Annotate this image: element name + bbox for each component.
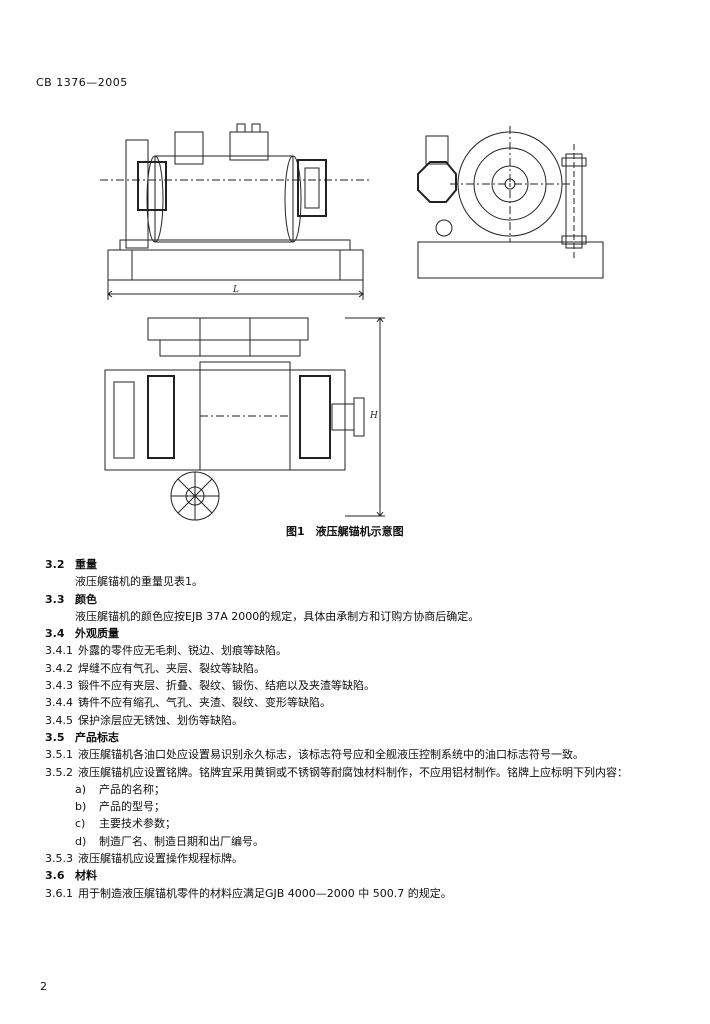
list-item: d)制造厂名、制造日期和出厂编号。 — [75, 834, 264, 848]
windlass-schematic-figure: L H — [100, 118, 620, 523]
plan-view — [105, 318, 385, 520]
list-item: a)产品的名称； — [75, 782, 165, 796]
list-item: b)产品的型号； — [75, 800, 165, 814]
paragraph: 液压艉锚机的颜色应按EJB 37A 2000的规定，具体由承制方和订购方协商后确… — [75, 609, 480, 623]
figure-caption: 图1 液压艉锚机示意图 — [286, 525, 404, 538]
page-number: 2 — [40, 980, 47, 993]
dimension-h-label: H — [369, 411, 378, 421]
paragraph: 液压艉锚机的重量见表1。 — [75, 575, 203, 589]
side-elevation-view — [417, 126, 603, 278]
list-item: c)主要技术参数； — [75, 817, 176, 831]
dimension-l-label: L — [232, 285, 239, 295]
standard-number: CB 1376—2005 — [36, 76, 128, 89]
front-elevation-view — [100, 124, 370, 300]
